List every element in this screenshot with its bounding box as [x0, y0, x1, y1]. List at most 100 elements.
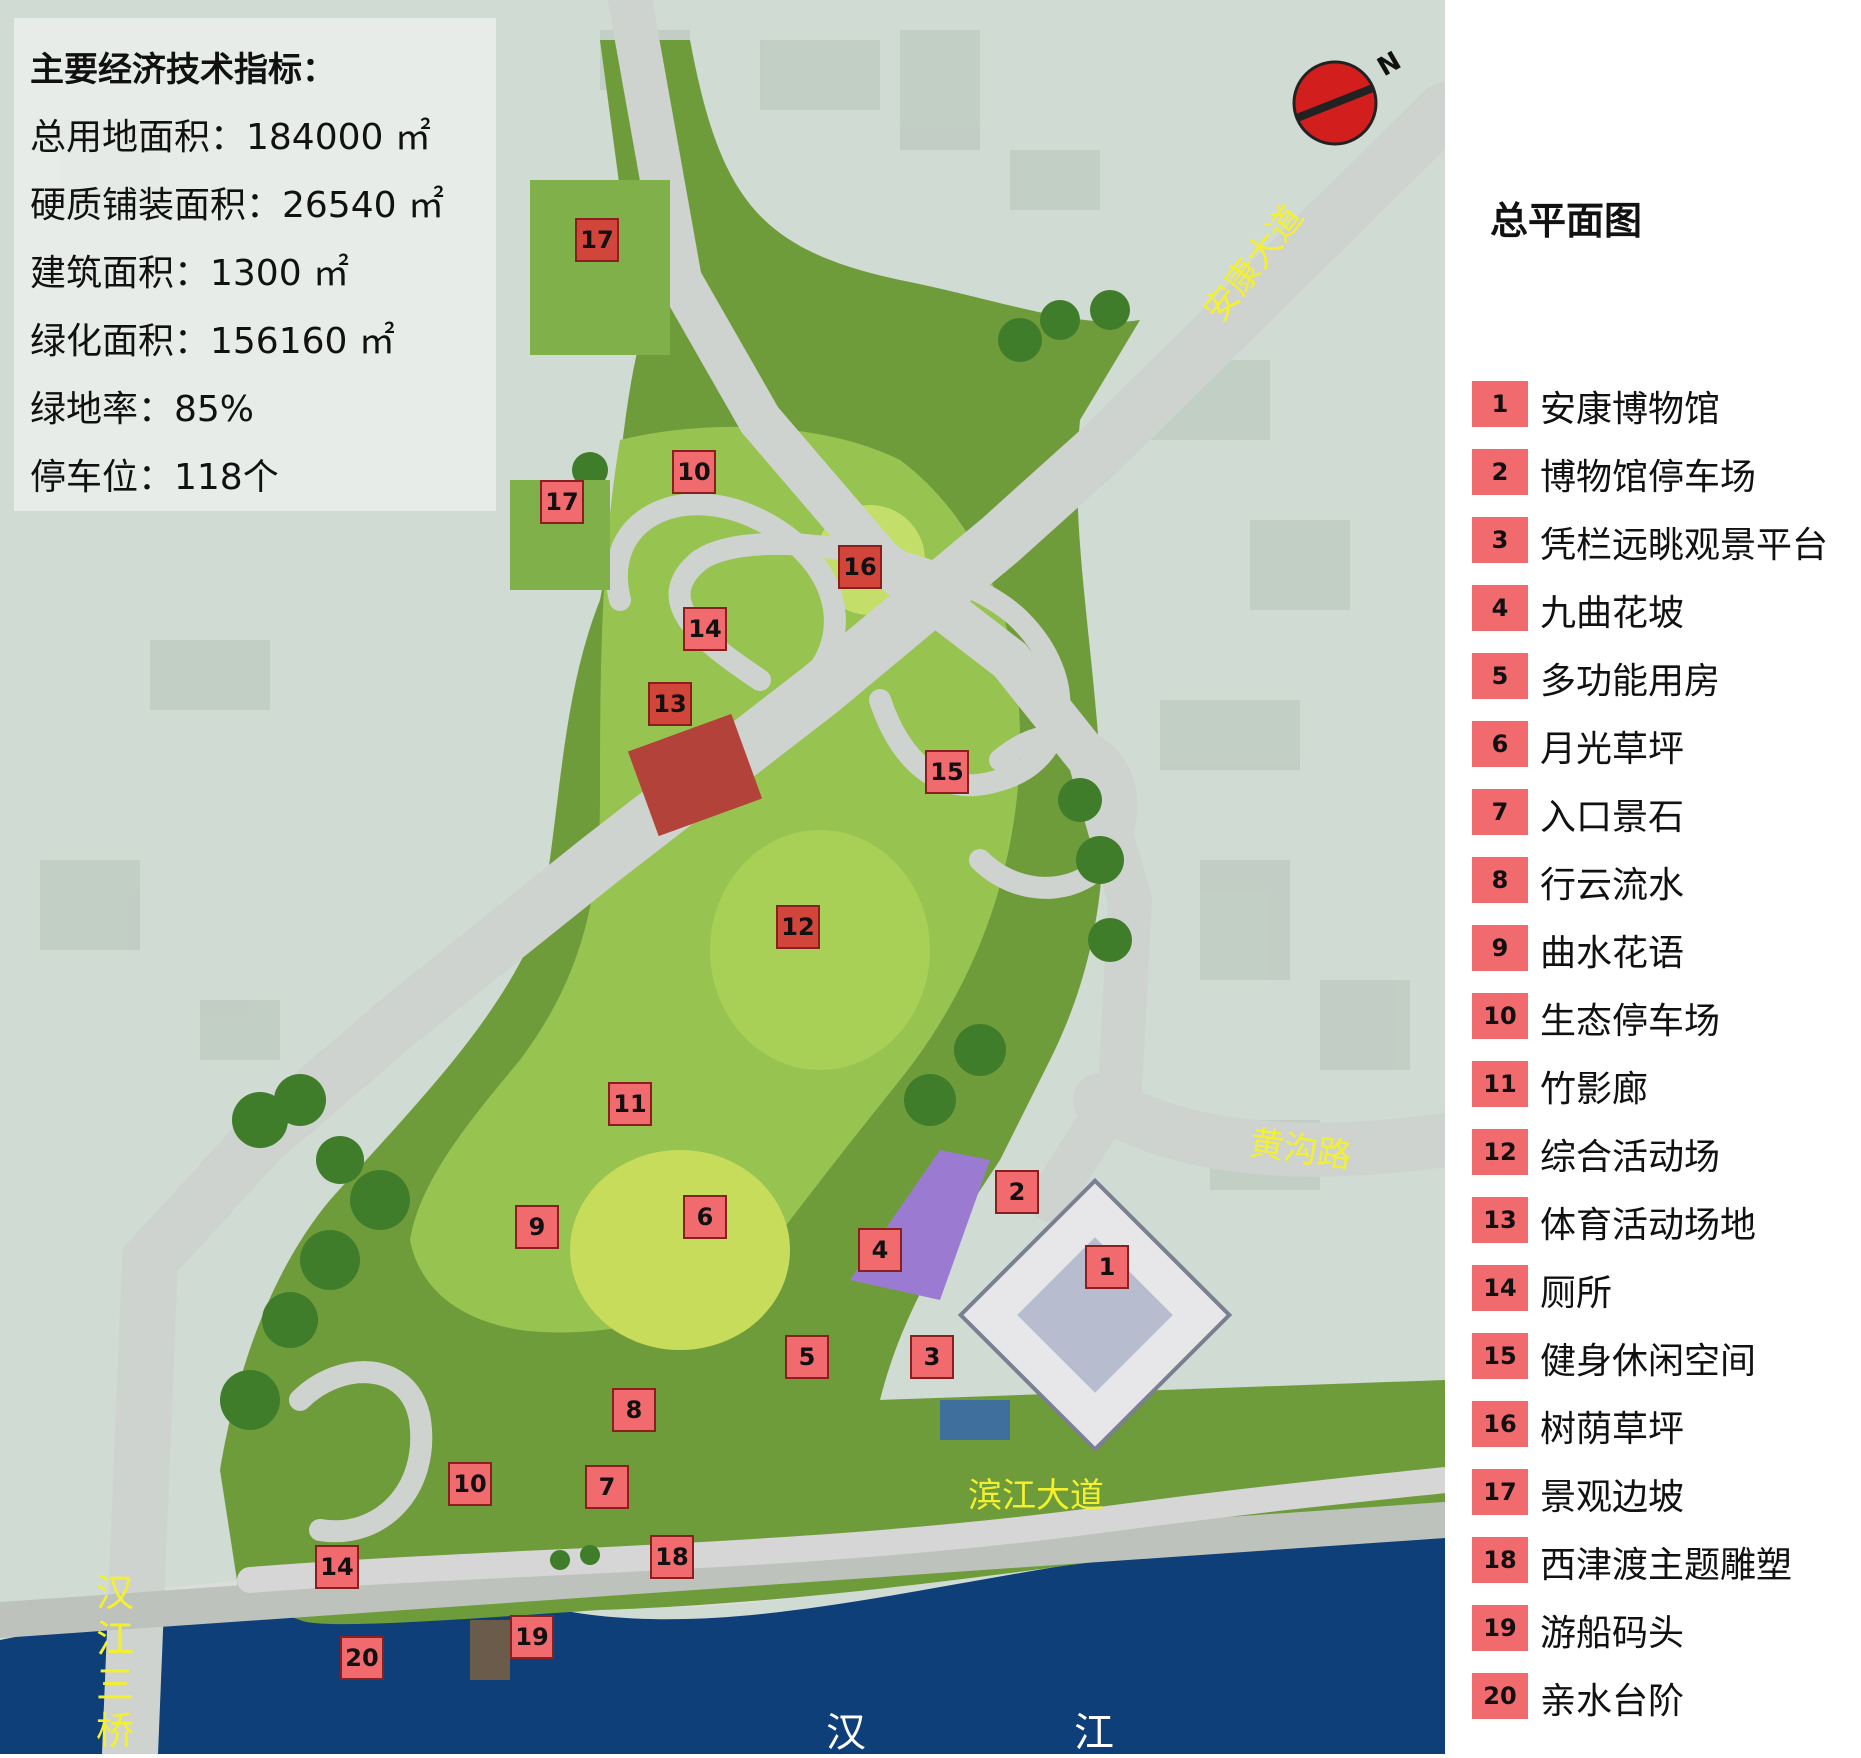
legend-label: 景观边坡 [1540, 1477, 1685, 1518]
legend-number: 11 [1472, 1061, 1528, 1107]
map-marker-7[interactable]: 7 [585, 1465, 629, 1509]
legend-label: 厕所 [1540, 1273, 1613, 1314]
han-river [0, 1520, 1445, 1754]
stats-heading: 主要经济技术指标： [30, 50, 336, 90]
map-marker-6[interactable]: 6 [683, 1195, 727, 1239]
map-marker-10-south[interactable]: 10 [448, 1462, 492, 1506]
bridge-road [0, 1502, 1445, 1638]
slope-strip-top [530, 180, 670, 355]
legend-item: 16 树荫草坪 [1472, 1398, 1861, 1450]
legend-number: 2 [1472, 449, 1528, 495]
river-label-jiang: 江 [1074, 1710, 1114, 1756]
map-marker-14-south[interactable]: 14 [315, 1545, 359, 1589]
legend-label: 入口景石 [1540, 797, 1685, 838]
interchange-loop-b [605, 493, 846, 701]
map-marker-12[interactable]: 12 [776, 905, 820, 949]
sports-court [627, 713, 763, 837]
water-basin [940, 1400, 1010, 1440]
legend-item: 7 入口景石 [1472, 786, 1861, 838]
legend-item: 14 厕所 [1472, 1262, 1861, 1314]
legend-item: 2 博物馆停车场 [1472, 446, 1861, 498]
road-label-bridge: 汉江三桥 [96, 1571, 135, 1753]
legend-title: 总平面图 [1490, 199, 1643, 243]
legend-number: 12 [1472, 1129, 1528, 1175]
map-marker-10-north[interactable]: 10 [672, 450, 716, 494]
legend-number: 7 [1472, 789, 1528, 835]
legend-label: 亲水台阶 [1540, 1681, 1685, 1722]
legend-item: 8 行云流水 [1472, 854, 1861, 906]
map-marker-17-mid[interactable]: 17 [540, 480, 584, 524]
legend-label: 月光草坪 [1540, 729, 1685, 770]
legend-label: 安康博物馆 [1540, 389, 1721, 430]
map-marker-5[interactable]: 5 [785, 1335, 829, 1379]
legend-label: 健身休闲空间 [1540, 1341, 1757, 1382]
road-label-binjiang: 滨江大道 [968, 1476, 1104, 1516]
legend-item: 1 安康博物馆 [1472, 378, 1861, 430]
legend-item: 19 游船码头 [1472, 1602, 1861, 1654]
river-label-han: 汉 [826, 1710, 866, 1756]
north-compass-icon [1292, 60, 1378, 146]
huanggou-road [1073, 1073, 1445, 1177]
legend-label: 行云流水 [1540, 865, 1685, 906]
map-marker-8[interactable]: 8 [612, 1388, 656, 1432]
roads [0, 0, 1445, 1754]
stats-line: 停车位：118个 [30, 457, 279, 498]
map-marker-4[interactable]: 4 [858, 1228, 902, 1272]
legend-number: 13 [1472, 1197, 1528, 1243]
stats-line: 硬质铺装面积：26540 ㎡ [30, 185, 444, 226]
legend-number: 18 [1472, 1537, 1528, 1583]
legend-number: 20 [1472, 1673, 1528, 1719]
technical-indicators-panel: 主要经济技术指标： 总用地面积：184000 ㎡ 硬质铺装面积：26540 ㎡ … [14, 18, 496, 511]
legend-item: 6 月光草坪 [1472, 718, 1861, 770]
museum-building [957, 1177, 1233, 1453]
map-marker-3[interactable]: 3 [910, 1335, 954, 1379]
legend-number: 6 [1472, 721, 1528, 767]
legend-label: 博物馆停车场 [1540, 457, 1757, 498]
legend-item: 20 亲水台阶 [1472, 1670, 1861, 1722]
map-marker-16[interactable]: 16 [838, 545, 882, 589]
boat-pier [470, 1620, 510, 1680]
legend-number: 16 [1472, 1401, 1528, 1447]
legend-number: 5 [1472, 653, 1528, 699]
map-marker-2[interactable]: 2 [995, 1170, 1039, 1214]
legend-label: 多功能用房 [1540, 661, 1721, 702]
legend-label: 生态停车场 [1540, 1001, 1721, 1042]
legend-number: 1 [1472, 381, 1528, 427]
legend-number: 8 [1472, 857, 1528, 903]
activity-plaza [710, 830, 930, 1070]
stats-line: 绿化面积：156160 ㎡ [30, 321, 395, 362]
legend-number: 3 [1472, 517, 1528, 563]
north-road [608, 0, 1153, 1222]
legend-number: 9 [1472, 925, 1528, 971]
legend-label: 游船码头 [1540, 1613, 1685, 1654]
map-marker-9[interactable]: 9 [515, 1205, 559, 1249]
map-marker-11[interactable]: 11 [608, 1082, 652, 1126]
legend-number: 14 [1472, 1265, 1528, 1311]
legend-item: 15 健身休闲空间 [1472, 1330, 1861, 1382]
map-marker-20[interactable]: 20 [340, 1636, 384, 1680]
west-loop [289, 1361, 433, 1543]
interchange-loop-c [969, 724, 1138, 899]
legend-label: 凭栏远眺观景平台 [1540, 525, 1829, 566]
legend-item: 5 多功能用房 [1472, 650, 1861, 702]
map-marker-1[interactable]: 1 [1085, 1245, 1129, 1289]
legend-label: 树荫草坪 [1540, 1409, 1685, 1450]
legend-item: 3 凭栏远眺观景平台 [1472, 514, 1861, 566]
map-marker-14-north[interactable]: 14 [683, 607, 727, 651]
stats-line: 总用地面积：184000 ㎡ [30, 117, 431, 158]
stats-line: 绿地率：85% [30, 389, 255, 430]
map-marker-17-top[interactable]: 17 [575, 218, 619, 262]
ankang-road [102, 82, 1445, 1754]
legend-number: 19 [1472, 1605, 1528, 1651]
map-marker-13[interactable]: 13 [648, 682, 692, 726]
map-marker-15[interactable]: 15 [925, 750, 969, 794]
map-marker-18[interactable]: 18 [650, 1535, 694, 1579]
map-marker-19[interactable]: 19 [510, 1615, 554, 1659]
legend-number: 15 [1472, 1333, 1528, 1379]
legend-label: 西津渡主题雕塑 [1540, 1545, 1793, 1586]
legend-label: 体育活动场地 [1540, 1205, 1757, 1246]
